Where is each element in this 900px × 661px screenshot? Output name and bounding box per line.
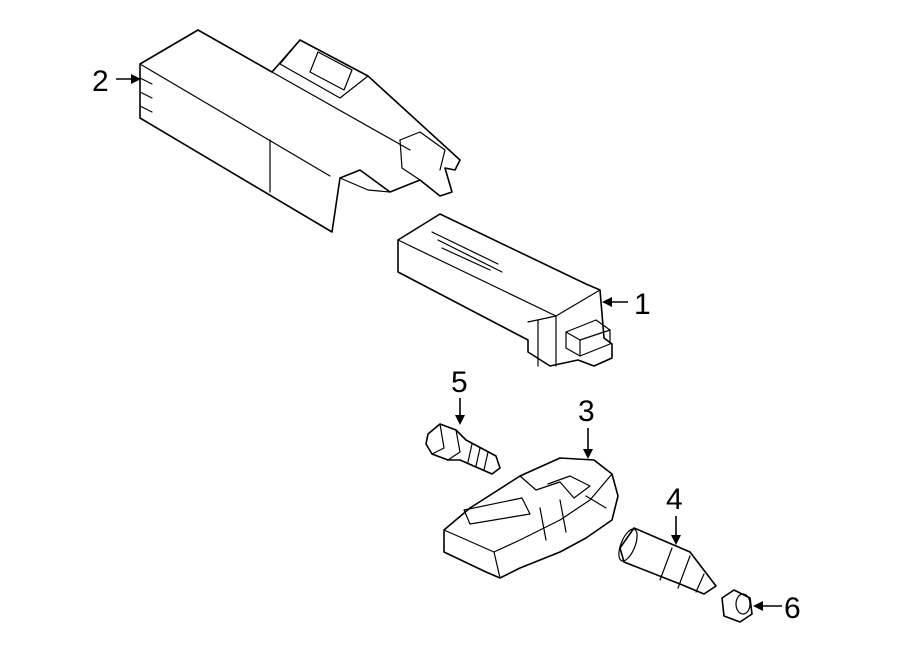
callout-3-label: 3 [578,395,595,428]
callout-6-label: 6 [784,592,801,625]
callout-1-label: 1 [634,288,651,321]
callout-6: 6 [753,592,801,625]
callout-4: 4 [666,483,683,545]
part-3-sensor [443,457,619,579]
callout-2-label: 2 [92,65,109,98]
callout-5: 5 [451,366,468,425]
part-5-bolt [425,423,501,475]
part-1-module [397,213,613,367]
part-2-cover [139,29,461,233]
callout-1: 1 [602,288,651,321]
part-4-valve [618,527,717,595]
callout-2: 2 [92,65,141,98]
part-6-cap [721,589,753,623]
callout-5-label: 5 [451,366,468,399]
callout-3: 3 [578,395,595,459]
callout-4-label: 4 [666,483,683,516]
